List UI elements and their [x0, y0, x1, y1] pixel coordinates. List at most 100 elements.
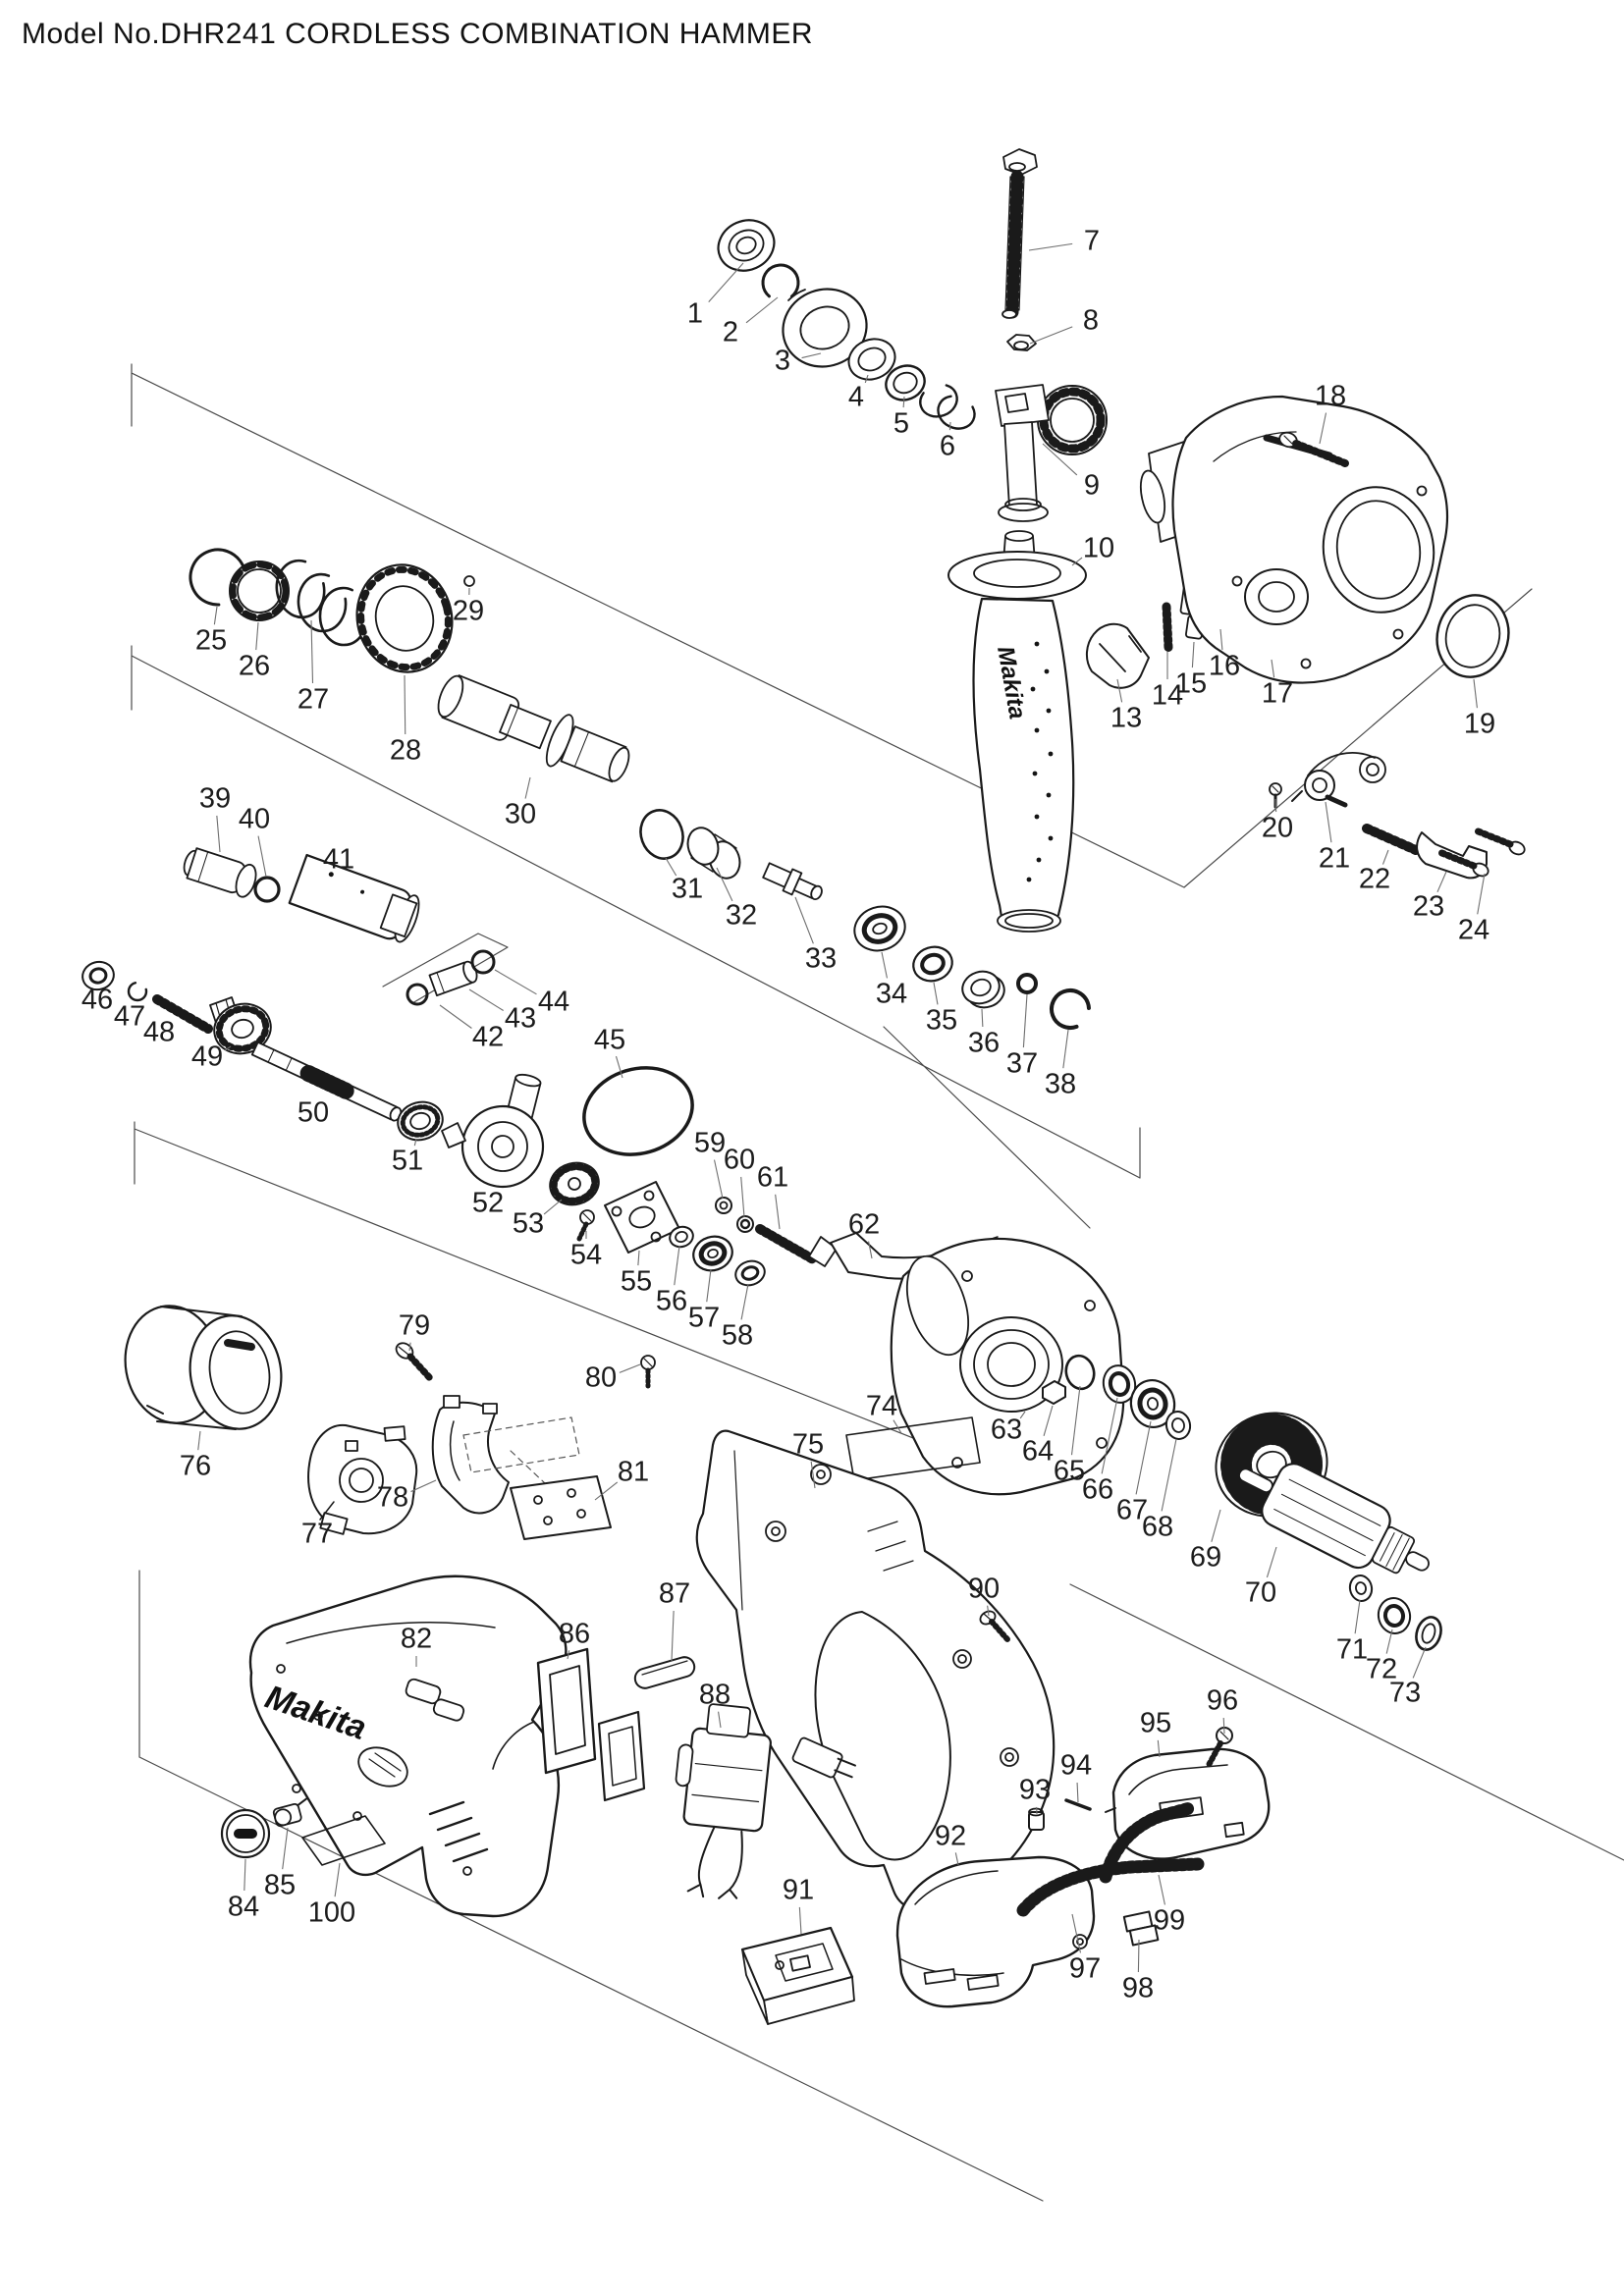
part-label-29: 29: [452, 595, 485, 627]
part-99-contact-strip: [1099, 1801, 1197, 1884]
part-label-85: 85: [263, 1869, 297, 1901]
part-36-collar: [961, 970, 1005, 1009]
part-label-98: 98: [1121, 1972, 1155, 2004]
part-26-lock-ring: [229, 561, 290, 621]
part-label-82: 82: [400, 1623, 433, 1655]
part-label-31: 31: [671, 873, 704, 905]
part-5-ring: [885, 364, 926, 401]
part-label-94: 94: [1059, 1749, 1093, 1782]
part-label-74: 74: [865, 1390, 898, 1422]
part-label-97: 97: [1068, 1952, 1102, 1985]
part-9-handle-clamp: [995, 384, 1108, 522]
part-label-37: 37: [1005, 1047, 1039, 1080]
part-87-strip: [633, 1656, 696, 1689]
part-50-countershaft: [250, 1041, 403, 1122]
part-label-18: 18: [1314, 380, 1347, 412]
part-4-washer: [847, 338, 896, 381]
part-label-100: 100: [307, 1896, 356, 1929]
part-47-washer: [127, 981, 148, 1002]
part-19-ring: [1435, 594, 1510, 678]
part-35-ring: [912, 945, 953, 983]
part-label-60: 60: [723, 1144, 756, 1176]
part-74-name-plate: [845, 1416, 981, 1481]
part-label-75: 75: [791, 1428, 825, 1461]
part-66-seal-ring: [1102, 1364, 1137, 1404]
part-34-seal-ring: [853, 905, 906, 952]
part-82-housing-left: Makita: [248, 1575, 568, 1918]
part-label-70: 70: [1244, 1576, 1277, 1609]
part-label-87: 87: [658, 1577, 691, 1610]
partition-frame-lines: [131, 363, 1624, 2202]
part-25-snap-ring: [189, 548, 247, 607]
part-label-53: 53: [512, 1207, 545, 1240]
part-20-screw: [1269, 782, 1282, 809]
part-76-yoke: [124, 1305, 283, 1430]
part-3-chuck-cover: [782, 288, 868, 368]
part-100-label-sticker: [301, 1815, 386, 1866]
part-31-o-ring: [639, 809, 684, 860]
grip-dots: [1026, 641, 1054, 882]
part-14-spring: [1162, 602, 1173, 653]
part-label-50: 50: [297, 1096, 330, 1129]
part-58-seal: [734, 1259, 766, 1287]
part-81-controller-plate: [462, 1416, 612, 1540]
part-22-spring: [1362, 824, 1421, 855]
part-51-needle-bearing: [397, 1100, 444, 1142]
part-39-striker: [183, 847, 257, 898]
part-label-49: 49: [190, 1041, 224, 1073]
part-45-large-o-ring: [582, 1066, 694, 1156]
part-67-ball-bearing: [1129, 1378, 1176, 1429]
part-label-55: 55: [620, 1265, 653, 1298]
part-label-3: 3: [774, 345, 791, 377]
part-label-79: 79: [398, 1309, 431, 1342]
part-18-screw: [1278, 431, 1349, 467]
part-68-washer: [1164, 1411, 1192, 1440]
part-label-7: 7: [1083, 225, 1101, 257]
part-78-holder-cap: [431, 1395, 510, 1515]
part-label-42: 42: [471, 1021, 505, 1053]
part-93-pin: [1028, 1807, 1045, 1831]
part-label-26: 26: [238, 650, 271, 682]
part-54-screw: [576, 1209, 595, 1242]
part-42-o-ring: [406, 983, 429, 1006]
part-label-35: 35: [925, 1004, 958, 1037]
part-29-steel-ball: [463, 575, 475, 587]
part-61-spring: [755, 1224, 820, 1265]
part-98-clip: [1122, 1910, 1160, 1947]
part-84-cap: [220, 1808, 271, 1859]
part-label-5: 5: [893, 407, 910, 440]
part-label-67: 67: [1115, 1494, 1149, 1526]
part-label-2: 2: [722, 316, 739, 348]
part-8-nut: [1006, 334, 1037, 351]
part-label-34: 34: [875, 978, 908, 1010]
part-label-36: 36: [967, 1027, 1001, 1059]
part-63-gear-housing: [890, 1237, 1125, 1496]
part-label-39: 39: [198, 782, 232, 815]
part-label-93: 93: [1018, 1774, 1052, 1806]
part-label-9: 9: [1083, 469, 1101, 502]
part-label-16: 16: [1208, 650, 1241, 682]
part-46-bearing: [81, 960, 115, 991]
part-label-23: 23: [1412, 890, 1445, 923]
part-85-latch: [272, 1797, 308, 1828]
part-21-lever-assy: [1291, 752, 1386, 808]
part-label-63: 63: [990, 1414, 1023, 1446]
part-label-46: 46: [81, 984, 114, 1016]
part-label-48: 48: [142, 1016, 176, 1048]
part-75-housing-half: [695, 1429, 1056, 1912]
part-57-ball-bearing: [692, 1235, 733, 1272]
part-label-14: 14: [1151, 679, 1184, 712]
part-88-switch: [675, 1703, 856, 1899]
part-label-65: 65: [1053, 1455, 1086, 1487]
part-label-69: 69: [1189, 1541, 1222, 1574]
page-title: Model No.DHR241 CORDLESS COMBINATION HAM…: [22, 18, 814, 50]
part-label-80: 80: [584, 1362, 618, 1394]
part-label-96: 96: [1206, 1684, 1239, 1717]
part-label-41: 41: [322, 843, 355, 876]
part-label-73: 73: [1388, 1677, 1422, 1709]
part-40-o-ring: [253, 876, 281, 903]
part-1-bearing: [717, 219, 776, 272]
part-2-snap-ring: [761, 263, 800, 302]
